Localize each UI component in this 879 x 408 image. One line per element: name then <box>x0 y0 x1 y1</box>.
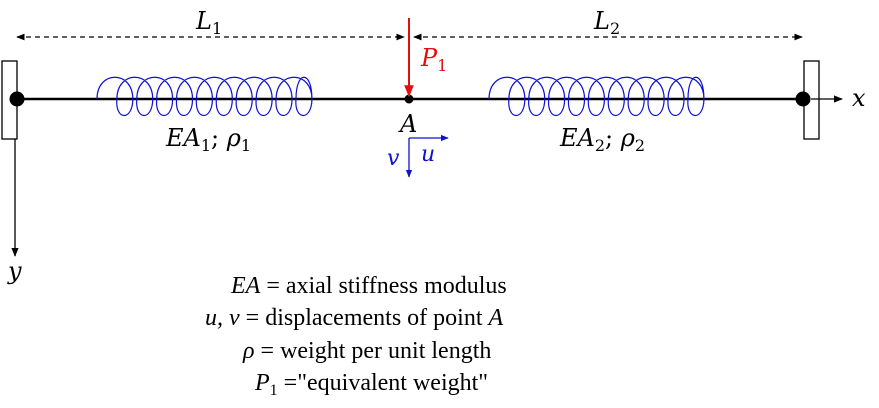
length-label-l1: L1 <box>195 7 222 38</box>
right-bar-properties: EA2; ρ2 <box>559 124 645 155</box>
left-node <box>9 91 25 107</box>
u-label: u <box>421 142 435 167</box>
legend-line-2: u, v = displacements of point A <box>205 305 503 331</box>
length-label-l2: L2 <box>593 7 620 38</box>
legend-line-3: ρ = weight per unit length <box>242 338 491 364</box>
x-axis-label: x <box>852 84 866 112</box>
legend-line-4: P1 ="equivalent weight" <box>254 370 488 399</box>
v-label: v <box>387 146 400 171</box>
legend-line-1: EA = axial stiffness modulus <box>230 273 507 299</box>
load-label: P1 <box>420 44 447 75</box>
right-node <box>795 91 811 107</box>
left-bar-properties: EA1; ρ1 <box>165 124 251 155</box>
spring-right <box>488 76 705 117</box>
spring-left <box>96 76 313 117</box>
point-a-label: A <box>398 110 417 138</box>
y-axis-label: y <box>7 257 22 285</box>
